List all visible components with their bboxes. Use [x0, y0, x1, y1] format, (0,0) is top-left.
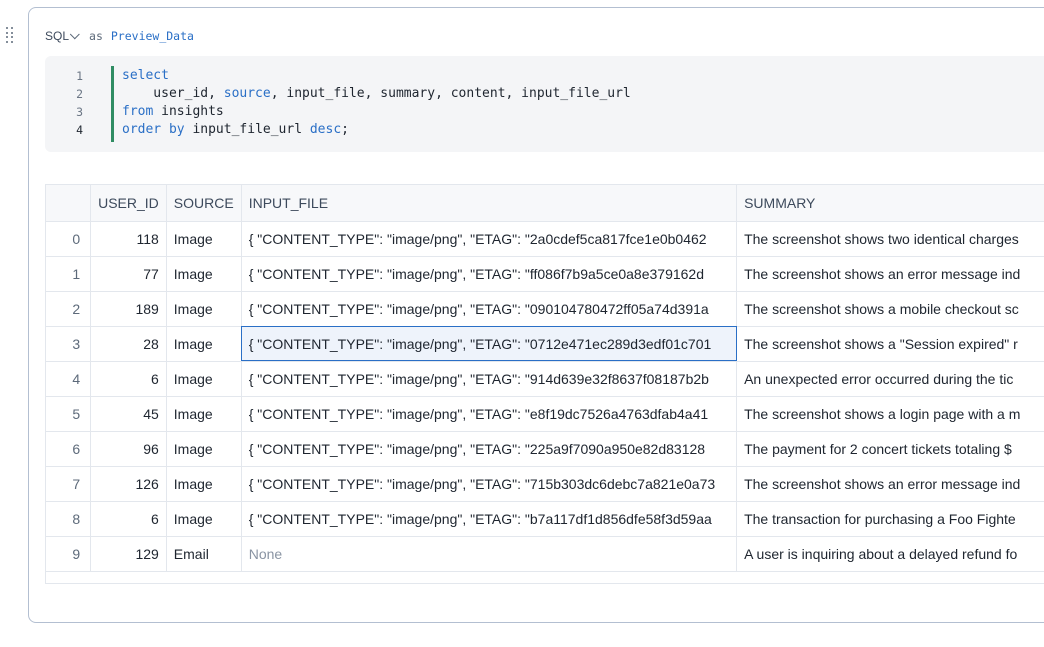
- cell-source[interactable]: Image: [166, 291, 242, 327]
- cell-summary[interactable]: The screenshot shows a mobile checkout s…: [736, 291, 1044, 327]
- column-header-source[interactable]: SOURCE: [166, 185, 242, 222]
- sql-text: , input_file, summary, content, input_fi…: [270, 86, 631, 101]
- language-select[interactable]: SQL: [45, 28, 80, 43]
- cell-input-file[interactable]: { "CONTENT_TYPE": "image/png", "ETAG": "…: [241, 221, 738, 257]
- cell-input-file[interactable]: { "CONTENT_TYPE": "image/png", "ETAG": "…: [241, 396, 738, 432]
- row-index: 5: [46, 396, 92, 432]
- cell-user-id[interactable]: 118: [90, 221, 167, 257]
- cell-header: SQL as Preview_Data: [45, 28, 194, 44]
- cell-summary[interactable]: The screenshot shows a "Session expired"…: [736, 326, 1044, 362]
- line-number: 4: [76, 123, 83, 137]
- as-label: as: [89, 29, 103, 43]
- cell-input-file[interactable]: { "CONTENT_TYPE": "image/png", "ETAG": "…: [241, 326, 738, 362]
- sql-keyword: from: [122, 104, 154, 119]
- row-index: 8: [46, 501, 92, 537]
- result-variable-name[interactable]: Preview_Data: [110, 29, 194, 43]
- line-number: 3: [76, 105, 83, 119]
- cell-user-id[interactable]: 189: [90, 291, 167, 327]
- row-index: 3: [46, 326, 92, 362]
- code-editor[interactable]: 1 2 3 4 select user_id, source, input_file,…: [45, 56, 1044, 152]
- cell-user-id[interactable]: 6: [90, 361, 167, 397]
- sql-keyword: select: [122, 68, 169, 83]
- code-line: order by input_file_url desc;: [122, 121, 631, 139]
- row-index: 1: [46, 256, 92, 292]
- cell-summary[interactable]: The payment for 2 concert tickets totali…: [736, 431, 1044, 467]
- cell-source[interactable]: Image: [166, 501, 242, 537]
- language-label: SQL: [45, 29, 70, 43]
- sql-text: user_id,: [122, 86, 224, 101]
- active-cell-indicator: [111, 66, 114, 142]
- cell-source[interactable]: Image: [166, 396, 242, 432]
- column-header-index: [46, 185, 92, 222]
- row-index: 2: [46, 291, 92, 327]
- row-index: 6: [46, 431, 92, 467]
- sql-keyword: desc: [309, 122, 342, 137]
- cell-input-file[interactable]: { "CONTENT_TYPE": "image/png", "ETAG": "…: [241, 466, 738, 502]
- cell-user-id[interactable]: 96: [90, 431, 167, 467]
- sql-keyword: source: [223, 86, 271, 101]
- cell-summary[interactable]: A user is inquiring about a delayed refu…: [736, 536, 1044, 572]
- code-line: select: [122, 67, 631, 85]
- cell-source[interactable]: Email: [166, 536, 242, 572]
- sql-text: ;: [341, 122, 349, 137]
- line-number-gutter: 1 2 3 4: [45, 67, 99, 139]
- sql-text: insights: [153, 104, 224, 119]
- cell-summary[interactable]: An unexpected error occurred during the …: [736, 361, 1044, 397]
- cell-input-file[interactable]: { "CONTENT_TYPE": "image/png", "ETAG": "…: [241, 361, 738, 397]
- line-number: 2: [76, 87, 83, 101]
- code-line: from insights: [122, 103, 631, 121]
- cell-source[interactable]: Image: [166, 431, 242, 467]
- cell-source[interactable]: Image: [166, 466, 242, 502]
- code-content[interactable]: select user_id, source, input_file, summ…: [122, 67, 631, 139]
- cell-user-id[interactable]: 45: [90, 396, 167, 432]
- row-index: 7: [46, 466, 92, 502]
- drag-handle-icon[interactable]: [6, 27, 16, 43]
- code-line: user_id, source, input_file, summary, co…: [122, 85, 631, 103]
- cell-input-file[interactable]: { "CONTENT_TYPE": "image/png", "ETAG": "…: [241, 256, 738, 292]
- cell-input-file[interactable]: { "CONTENT_TYPE": "image/png", "ETAG": "…: [241, 291, 738, 327]
- line-number: 1: [76, 69, 83, 83]
- cell-user-id[interactable]: 126: [90, 466, 167, 502]
- row-index: 0: [46, 221, 92, 257]
- column-header-input-file[interactable]: INPUT_FILE: [241, 185, 738, 222]
- cell-user-id[interactable]: 77: [90, 256, 167, 292]
- cell-user-id[interactable]: 129: [90, 536, 167, 572]
- cell-source[interactable]: Image: [166, 221, 242, 257]
- column-header-summary[interactable]: SUMMARY: [736, 185, 1044, 222]
- cell-summary[interactable]: The transaction for purchasing a Foo Fig…: [736, 501, 1044, 537]
- cell-input-file[interactable]: None: [241, 536, 738, 572]
- cell-user-id[interactable]: 6: [90, 501, 167, 537]
- cell-source[interactable]: Image: [166, 361, 242, 397]
- cell-summary[interactable]: The screenshot shows an error message in…: [736, 466, 1044, 502]
- cell-summary[interactable]: The screenshot shows a login page with a…: [736, 396, 1044, 432]
- table-header-row: USER_ID SOURCE INPUT_FILE SUMMARY: [46, 185, 1044, 222]
- column-header-user-id[interactable]: USER_ID: [90, 185, 167, 222]
- sql-keyword: order by: [122, 122, 185, 137]
- cell-summary[interactable]: The screenshot shows an error message in…: [736, 256, 1044, 292]
- cell-source[interactable]: Image: [166, 256, 242, 292]
- row-index: 9: [46, 536, 92, 572]
- cell-input-file[interactable]: { "CONTENT_TYPE": "image/png", "ETAG": "…: [241, 431, 738, 467]
- cell-user-id[interactable]: 28: [90, 326, 167, 362]
- sql-text: input_file_url: [184, 122, 310, 137]
- cell-input-file[interactable]: { "CONTENT_TYPE": "image/png", "ETAG": "…: [241, 501, 738, 537]
- chevron-down-icon: [69, 28, 80, 39]
- cell-source[interactable]: Image: [166, 326, 242, 362]
- cell-summary[interactable]: The screenshot shows two identical charg…: [736, 221, 1044, 257]
- row-index: 4: [46, 361, 92, 397]
